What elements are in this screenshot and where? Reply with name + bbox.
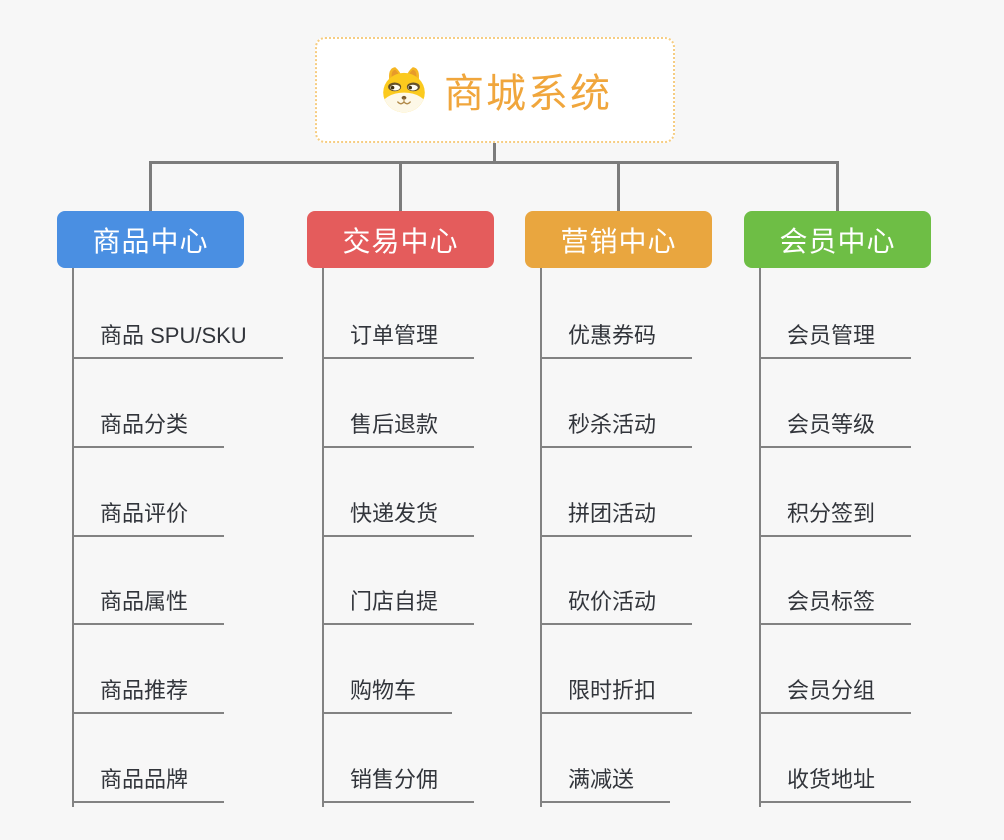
subtopic-node[interactable]: 商品 SPU/SKU <box>72 321 283 359</box>
branch-node-marketing-center[interactable]: 营销中心 <box>525 211 712 268</box>
branch-label: 会员中心 <box>779 225 896 257</box>
subtopic-node[interactable]: 快递发货 <box>322 499 475 537</box>
subtopic-node[interactable]: 限时折扣 <box>540 676 693 714</box>
subtopic-node[interactable]: 门店自提 <box>322 587 475 625</box>
branch-connector-line <box>72 268 74 807</box>
subtopic-node[interactable]: 拼团活动 <box>540 499 693 537</box>
subtopic-node[interactable]: 会员管理 <box>759 321 912 359</box>
branch-label: 交易中心 <box>342 225 459 257</box>
subtopic-node[interactable]: 商品品牌 <box>72 765 225 803</box>
subtopic-node[interactable]: 会员标签 <box>759 587 912 625</box>
connector-drop-trade <box>399 161 402 212</box>
connector-bus <box>149 161 839 164</box>
subtopic-node[interactable]: 积分签到 <box>759 499 912 537</box>
subtopic-node[interactable]: 商品推荐 <box>72 676 225 714</box>
subtopic-node[interactable]: 购物车 <box>322 676 453 714</box>
subtopic-node[interactable]: 收货地址 <box>759 765 912 803</box>
subtopic-node[interactable]: 会员等级 <box>759 410 912 448</box>
connector-drop-product <box>149 161 152 212</box>
branch-connector-line <box>759 268 761 807</box>
subtopic-node[interactable]: 商品属性 <box>72 587 225 625</box>
subtopic-node[interactable]: 商品分类 <box>72 410 225 448</box>
dog-face-icon <box>383 67 425 113</box>
branch-column-member: 会员中心 会员管理 会员等级 积分签到 会员标签 会员分组 收货地址 <box>744 211 1004 836</box>
branch-connector-line <box>322 268 324 807</box>
connector-drop-member <box>836 161 839 212</box>
branch-node-trade-center[interactable]: 交易中心 <box>307 211 494 268</box>
branch-column-marketing: 营销中心 优惠券码 秒杀活动 拼团活动 砍价活动 限时折扣 满减送 <box>525 211 805 836</box>
root-title: 商城系统 <box>444 72 612 116</box>
branch-node-member-center[interactable]: 会员中心 <box>744 211 931 268</box>
subtopic-node[interactable]: 商品评价 <box>72 499 225 537</box>
subtopic-node[interactable]: 优惠券码 <box>540 321 693 359</box>
subtopic-node[interactable]: 订单管理 <box>322 321 475 359</box>
subtopic-node[interactable]: 砍价活动 <box>540 587 693 625</box>
connector-drop-marketing <box>617 161 620 212</box>
root-node[interactable]: 商城系统 <box>315 37 675 143</box>
subtopic-node[interactable]: 售后退款 <box>322 410 475 448</box>
connector-root-stem <box>493 143 496 163</box>
subtopic-node[interactable]: 秒杀活动 <box>540 410 693 448</box>
branch-label: 商品中心 <box>92 225 209 257</box>
branch-node-product-center[interactable]: 商品中心 <box>57 211 244 268</box>
subtopic-node[interactable]: 满减送 <box>540 765 671 803</box>
subtopic-node[interactable]: 会员分组 <box>759 676 912 714</box>
branch-connector-line <box>540 268 542 807</box>
branch-column-trade: 交易中心 订单管理 售后退款 快递发货 门店自提 购物车 销售分佣 <box>307 211 587 836</box>
subtopic-node[interactable]: 销售分佣 <box>322 765 475 803</box>
branch-column-product: 商品中心 商品 SPU/SKU 商品分类 商品评价 商品属性 商品推荐 商品品牌 <box>57 211 337 836</box>
branch-label: 营销中心 <box>560 225 677 257</box>
